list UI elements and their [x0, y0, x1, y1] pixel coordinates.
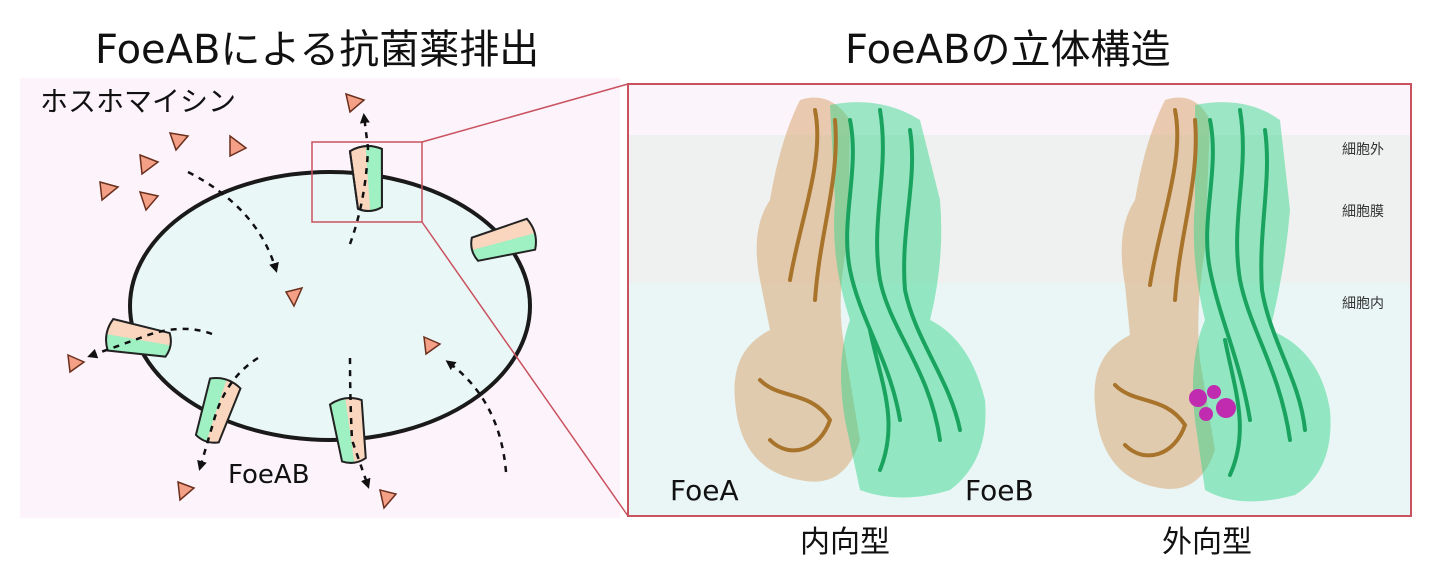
efflux-arrow-bottom-left	[197, 356, 259, 471]
drug-triangle	[99, 180, 120, 202]
layer-label-inside: 細胞内	[1342, 296, 1384, 312]
outward-foeb-helix	[1235, 108, 1292, 442]
subunit-a-label: FoeA	[670, 474, 739, 507]
right-panel-title: FoeABの立体構造	[845, 27, 1171, 73]
inward-facing-label: 内向型	[800, 525, 890, 560]
drug-triangle	[177, 480, 196, 502]
bound-drug-molecule	[1189, 389, 1207, 407]
inward-foea-helix	[813, 118, 838, 302]
inward-structure	[734, 97, 986, 498]
influx-arrow-top	[187, 170, 279, 273]
drug-triangle	[138, 190, 160, 212]
inward-foeb-helix	[845, 118, 902, 422]
drug-triangle	[139, 153, 160, 176]
transporter-label: FoeAB	[228, 460, 310, 490]
outward-foea-helix	[1148, 108, 1180, 287]
inward-foea-helix	[758, 378, 833, 453]
drug-triangle	[344, 92, 366, 114]
bound-drug-molecule	[1207, 385, 1221, 399]
drug-label: ホスホマイシン	[40, 85, 237, 118]
left-panel-title: FoeABによる抗菌薬排出	[95, 27, 540, 73]
drug-triangle	[67, 353, 86, 374]
transporter-bottom-left	[194, 377, 242, 444]
drug-triangle	[229, 134, 248, 158]
subunit-b-label: FoeB	[965, 474, 1034, 507]
transporter-top	[348, 145, 383, 212]
bound-drug-molecule	[1199, 407, 1213, 421]
transporter-bottom	[328, 396, 367, 464]
layer-membrane-band	[629, 135, 1410, 283]
transporter-right	[470, 217, 538, 262]
outward-structure	[1094, 97, 1331, 502]
bound-drug-molecule	[1216, 398, 1236, 418]
drug-triangle	[379, 488, 398, 510]
drug-triangle	[284, 286, 304, 308]
inward-foeb-helix	[868, 328, 891, 472]
inward-foeb-helix	[902, 128, 962, 432]
inward-foea-helix	[788, 108, 820, 282]
layer-label-membrane: 細胞膜	[1342, 204, 1384, 220]
outward-foea-helix	[1113, 383, 1188, 458]
cell-ellipse	[128, 170, 532, 442]
outward-foeb-helix	[1223, 338, 1242, 477]
outward-facing-label: 外向型	[1162, 525, 1252, 560]
zoom-connector-bottom	[421, 221, 629, 517]
layer-label-outside: 細胞外	[1342, 142, 1384, 158]
layer-outside-band	[629, 85, 1410, 135]
drug-triangle	[423, 335, 442, 356]
structure-frame	[627, 83, 1412, 517]
outward-foea-helix	[1173, 118, 1198, 302]
influx-arrow-right	[445, 360, 508, 473]
zoom-box	[311, 141, 423, 223]
outward-foeb-helix	[1259, 128, 1307, 432]
drug-triangle	[168, 132, 190, 152]
inward-foeb-helix	[875, 108, 942, 442]
efflux-arrow-left	[87, 327, 213, 359]
efflux-arrow-top	[348, 113, 370, 245]
zoom-connector-top	[421, 83, 629, 143]
outward-foeb-helix	[1205, 118, 1252, 422]
